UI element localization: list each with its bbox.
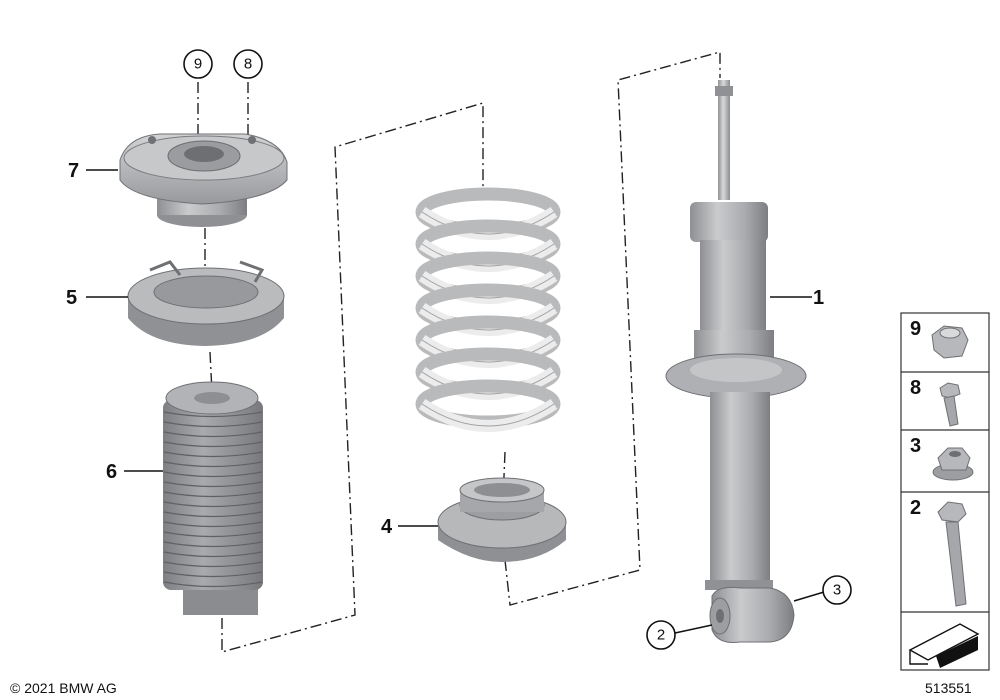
callout-9-circle <box>183 49 213 79</box>
boot-ring <box>163 451 263 458</box>
callout-5: 5 <box>66 287 77 309</box>
callout-8: 8 <box>244 56 252 73</box>
boot-ring <box>163 461 263 468</box>
legend-num-3: 3 <box>910 435 921 457</box>
callout-3: 3 <box>833 582 841 599</box>
legend-num-9: 9 <box>910 318 921 340</box>
spring-coil-edge <box>421 307 555 331</box>
boot-ring <box>163 421 263 428</box>
callout-3-circle <box>822 575 852 605</box>
copyright-text: © 2021 BMW AG <box>10 680 117 696</box>
shock-absorber <box>665 80 807 643</box>
callout-2: 2 <box>657 627 665 644</box>
boot-ring <box>163 441 263 448</box>
assembly-lines <box>197 51 721 653</box>
boot-ring <box>163 561 263 568</box>
boot-ring <box>163 571 263 578</box>
lower-spring-seat <box>437 477 567 562</box>
callout-2-circle <box>646 620 676 650</box>
callout-4: 4 <box>381 516 393 538</box>
upper-spring-seat <box>127 260 285 346</box>
callout-7: 7 <box>68 160 79 182</box>
callout-9: 9 <box>194 56 202 73</box>
spring-coil-edge <box>421 243 555 267</box>
callout-6: 6 <box>106 461 117 483</box>
coil-spring <box>415 187 561 432</box>
spring-coil-edge <box>421 211 555 235</box>
boot-ring <box>163 551 263 558</box>
callout-1: 1 <box>813 287 824 309</box>
boot-ring <box>163 431 263 438</box>
boot-ring <box>163 531 263 538</box>
flange-nut-icon <box>932 447 974 481</box>
boot-ring <box>163 411 263 418</box>
legend-num-2: 2 <box>910 497 921 519</box>
top-strut-mount <box>119 133 288 227</box>
spring-coil-edge <box>421 403 555 427</box>
boot-ring <box>163 501 263 508</box>
callout-8-circle <box>233 49 263 79</box>
spring-coil-edge <box>421 371 555 395</box>
boot-ring <box>163 491 263 498</box>
callouts: 7 5 6 4 1 9 8 2 3 <box>66 49 852 650</box>
diagram-number: 513551 <box>925 680 972 696</box>
boot-ring <box>163 541 263 548</box>
long-bolt-icon <box>937 501 967 607</box>
nut-icon <box>931 325 969 359</box>
leader-lines <box>86 169 825 634</box>
spring-coil-edge <box>421 339 555 363</box>
boot-ring <box>163 471 263 478</box>
legend-num-8: 8 <box>910 377 921 399</box>
dust-boot <box>163 381 263 615</box>
boot-ring <box>163 581 263 588</box>
boot-ring <box>163 521 263 528</box>
vehicle-direction-icon <box>908 623 980 668</box>
short-bolt-icon <box>939 382 961 427</box>
boot-ring <box>163 511 263 518</box>
boot-ring <box>163 481 263 488</box>
legend-panel: 9 8 3 2 <box>900 312 990 671</box>
spring-coil-edge <box>421 275 555 299</box>
